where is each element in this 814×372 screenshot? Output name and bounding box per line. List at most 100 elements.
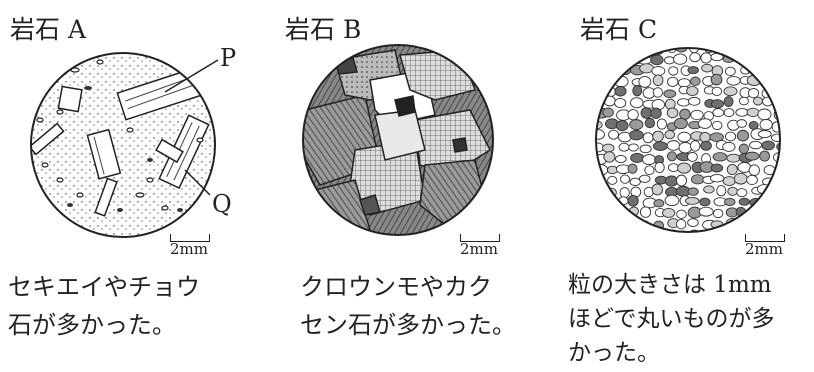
grain	[733, 172, 748, 185]
rock-b-caption: クロウンモやカク セン石が多かった。	[300, 268, 516, 344]
grain	[644, 165, 655, 176]
grain	[596, 184, 608, 194]
grain	[614, 85, 627, 97]
grain	[652, 141, 668, 152]
rock-a-caption-line-2: 石が多かった。	[8, 311, 176, 339]
grain	[666, 151, 677, 162]
grain	[773, 53, 780, 64]
grain	[723, 108, 735, 118]
grain	[651, 66, 666, 76]
grain	[710, 163, 724, 173]
grain	[698, 206, 714, 217]
rock-c-caption: 粒の大きさは 1mm ほどで丸いものが多 かった。	[568, 268, 775, 370]
grain	[709, 132, 724, 142]
rock-a-scale: 2mm	[170, 240, 208, 258]
grain	[700, 140, 712, 151]
grain	[724, 197, 736, 207]
grain	[630, 152, 645, 164]
grain	[775, 163, 780, 175]
grain	[640, 227, 651, 232]
grain	[677, 162, 692, 174]
grain	[722, 48, 735, 52]
grain	[627, 109, 639, 121]
grain	[750, 208, 762, 221]
grain	[760, 220, 773, 231]
grain	[726, 164, 738, 176]
grain	[773, 195, 780, 205]
grain	[710, 73, 723, 86]
rock-b-caption-line-2: セン石が多かった。	[300, 311, 516, 339]
grain	[629, 233, 638, 240]
grain	[771, 64, 780, 75]
grain	[596, 129, 605, 140]
grain	[614, 97, 627, 109]
grain	[748, 120, 759, 130]
rock-a-scale-bar	[170, 234, 210, 242]
grain	[690, 109, 704, 121]
grain	[675, 174, 688, 187]
grain	[715, 48, 726, 54]
grain	[629, 129, 644, 141]
grain	[703, 185, 715, 194]
grain	[639, 144, 652, 154]
grain	[638, 76, 652, 88]
grain	[712, 152, 728, 162]
grain	[596, 98, 604, 107]
grain	[654, 161, 665, 174]
grain	[673, 53, 688, 65]
grain	[603, 230, 616, 232]
grain	[615, 120, 629, 132]
grain	[723, 86, 738, 97]
grain	[652, 87, 663, 98]
grain	[632, 85, 643, 97]
grain	[596, 88, 606, 97]
grain	[603, 48, 619, 52]
grain	[758, 65, 771, 77]
grain	[628, 143, 639, 152]
grain	[615, 48, 629, 54]
grain	[689, 140, 701, 152]
grain	[760, 198, 773, 208]
grain	[723, 96, 734, 107]
grain	[770, 133, 780, 142]
grain	[761, 74, 774, 84]
grain	[744, 151, 760, 161]
grain	[650, 107, 662, 119]
grain	[722, 176, 736, 187]
grain	[676, 209, 687, 219]
grain	[603, 151, 616, 163]
grain	[735, 108, 749, 117]
rock-b-title: 岩石 B	[285, 15, 362, 44]
grain	[752, 96, 763, 106]
grain	[761, 140, 775, 151]
grain	[596, 142, 605, 153]
grain	[700, 52, 712, 64]
grain	[736, 129, 750, 142]
grain	[738, 96, 749, 106]
grain	[771, 185, 780, 195]
grain	[639, 206, 652, 218]
grain	[709, 230, 724, 232]
grain	[710, 99, 724, 109]
grain	[689, 52, 701, 63]
grain	[724, 66, 736, 76]
rock-b-caption-line-1: クロウンモやカク	[300, 273, 492, 301]
grain	[690, 174, 705, 185]
grain	[688, 96, 701, 106]
grain	[618, 142, 630, 152]
grain	[644, 117, 656, 129]
grain	[726, 75, 741, 86]
grain	[770, 88, 780, 98]
rock-b-thin-section	[302, 44, 494, 236]
grain	[642, 132, 654, 144]
rock-a-caption: セキエイやチョウ 石が多かった。	[8, 268, 200, 344]
rock-c-title: 岩石 C	[580, 15, 658, 44]
grain	[772, 95, 780, 107]
grain	[618, 219, 629, 229]
grain	[615, 155, 627, 163]
grain	[736, 188, 748, 198]
grain	[662, 208, 676, 218]
grain	[651, 183, 663, 196]
grain	[687, 66, 699, 75]
grain	[596, 52, 606, 62]
